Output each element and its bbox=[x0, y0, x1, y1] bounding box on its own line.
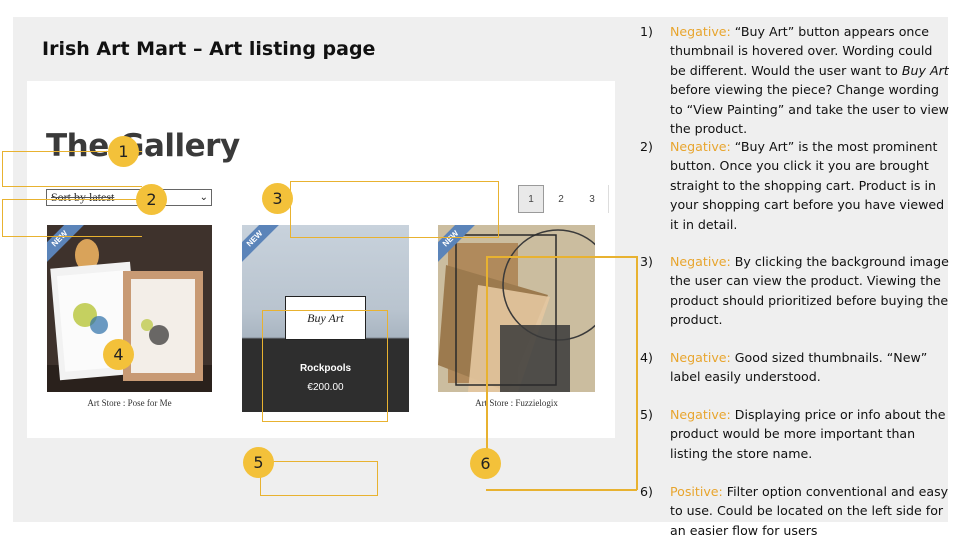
sort-select[interactable]: Sort by latest ⌄ bbox=[46, 189, 212, 206]
product-thumbnail-3[interactable]: NEW bbox=[438, 225, 595, 392]
sort-select-value: Sort by latest bbox=[51, 190, 115, 204]
marker-6: 6 bbox=[470, 448, 501, 479]
product-caption-1[interactable]: Art Store : Pose for Me bbox=[87, 398, 172, 408]
abstract-art-image bbox=[438, 225, 595, 392]
marker-2: 2 bbox=[136, 184, 167, 215]
note-1: 1) Negative: “Buy Art” button appears on… bbox=[640, 24, 949, 137]
product-caption-3[interactable]: Art Store : Fuzzielogix bbox=[475, 398, 558, 408]
marker-3: 3 bbox=[262, 183, 293, 214]
gallery-title: The Gallery bbox=[46, 128, 240, 164]
highlight-box-5 bbox=[260, 461, 378, 496]
connector-line bbox=[486, 489, 637, 491]
marker-4: 4 bbox=[103, 339, 134, 370]
page-next-button[interactable] bbox=[608, 185, 615, 213]
note-3: 3) Negative: By clicking the background … bbox=[640, 254, 949, 328]
marker-1: 1 bbox=[108, 136, 139, 167]
connector-line bbox=[486, 256, 636, 258]
connector-line bbox=[636, 256, 638, 490]
highlight-box-1 bbox=[2, 151, 142, 187]
product-price: €200.00 bbox=[307, 382, 344, 393]
buy-art-button[interactable]: Buy Art bbox=[285, 296, 366, 340]
page-3-button[interactable]: 3 bbox=[589, 193, 595, 205]
note-4: 4) Negative: Good sized thumbnails. “New… bbox=[640, 350, 928, 385]
note-5: 5) Negative: Displaying price or info ab… bbox=[640, 407, 946, 461]
highlight-box-4 bbox=[262, 310, 388, 422]
highlight-box-2 bbox=[2, 199, 142, 237]
product-name: Rockpools bbox=[299, 363, 352, 374]
note-6: 6) Positive: Filter option conventional … bbox=[640, 484, 949, 538]
chevron-down-icon: ⌄ bbox=[199, 192, 208, 203]
connector-line bbox=[486, 256, 488, 461]
note-2: 2) Negative: “Buy Art” is the most promi… bbox=[640, 139, 945, 232]
marker-5: 5 bbox=[243, 447, 274, 478]
page-1-button[interactable]: 1 bbox=[518, 185, 544, 213]
highlight-box-3 bbox=[290, 181, 499, 238]
art-frames-image bbox=[47, 225, 212, 392]
new-ribbon: NEW bbox=[242, 225, 285, 269]
product-thumbnail-1[interactable]: NEW bbox=[47, 225, 212, 392]
page-2-button[interactable]: 2 bbox=[558, 193, 564, 205]
slide-title: Irish Art Mart – Art listing page bbox=[42, 38, 376, 60]
